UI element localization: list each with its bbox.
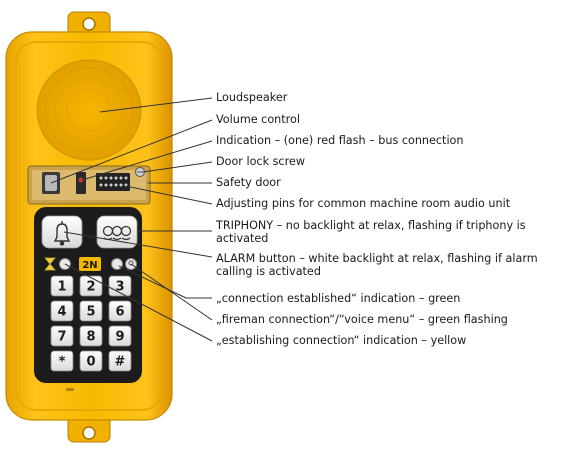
keypad-key[interactable]: 3 [108,275,132,297]
keypad-key-label: # [115,355,126,370]
triphony-button[interactable] [96,215,138,249]
keypad-key[interactable]: # [108,350,132,372]
drain-slot [66,388,74,391]
keypad-key[interactable]: 2 [79,275,103,297]
label-door-lock-screw: Door lock screw [216,155,305,168]
keypad-key[interactable]: 0 [79,350,103,372]
leader-establishing [64,263,213,342]
loudspeaker-grille [36,59,142,161]
keypad-key-label: 3 [115,280,124,295]
keypad-key-label: 5 [86,305,95,320]
keypad-key[interactable]: 8 [79,325,103,347]
leader-indication [81,140,213,181]
keypad-key-label: 0 [86,355,95,370]
label-alarm-button: ALARM button – white backlight at relax,… [216,252,538,278]
indication-led [76,172,86,194]
alarm-button[interactable] [41,215,83,249]
connection-established-led [111,258,123,270]
label-connection-established: „connection established“ indication – gr… [216,292,461,305]
keypad-key-label: * [59,355,66,370]
leader-volume-control [50,119,213,184]
label-establishing-connection: „establishing connection“ indication – y… [216,334,467,347]
keypad-key[interactable]: 4 [50,300,74,322]
keypad-key[interactable]: 9 [108,325,132,347]
keypad-key[interactable]: * [50,350,74,372]
keypad-key[interactable]: 1 [50,275,74,297]
leader-alarm [63,231,213,258]
keypad-key-label: 8 [86,330,95,345]
hourglass-icon [44,257,56,271]
label-adjusting-pins: Adjusting pins for common machine room a… [216,197,511,210]
leader-adjusting-pins [125,185,213,205]
label-volume-control: Volume control [216,113,300,126]
adjusting-pins[interactable] [96,173,130,191]
keypad-key-label: 6 [115,305,124,320]
keypad-key-label: 7 [57,330,66,345]
keypad-key-label: 2 [86,280,95,295]
bell-icon [53,221,71,246]
label-triphony: TRIPHONY – no backlight at relax, flashi… [216,219,526,245]
keypad-key[interactable]: 6 [108,300,132,322]
label-safety-door: Safety door [216,176,281,189]
label-indication-red-flash: Indication – (one) red flash – bus conne… [216,134,464,147]
leader-lines [50,97,213,342]
leader-door-lock-screw [142,161,213,173]
label-fireman-connection: „fireman connection“/“voice menu“ – gree… [216,313,508,326]
leader-fireman [130,263,213,321]
label-loudspeaker: Loudspeaker [216,91,288,104]
brand-logo-text: 2N [82,260,97,271]
leader-connection-established-b [118,265,187,299]
keypad-key-label: 9 [115,330,124,345]
keypad-key-label: 4 [57,305,66,320]
leader-loudspeaker [99,97,213,113]
keypad-key-label: 1 [57,280,66,295]
brand-logo: 2N [79,257,101,271]
door-lock-screw[interactable] [135,167,145,177]
keypad-key[interactable]: 7 [50,325,74,347]
keypad-key[interactable]: 5 [79,300,103,322]
